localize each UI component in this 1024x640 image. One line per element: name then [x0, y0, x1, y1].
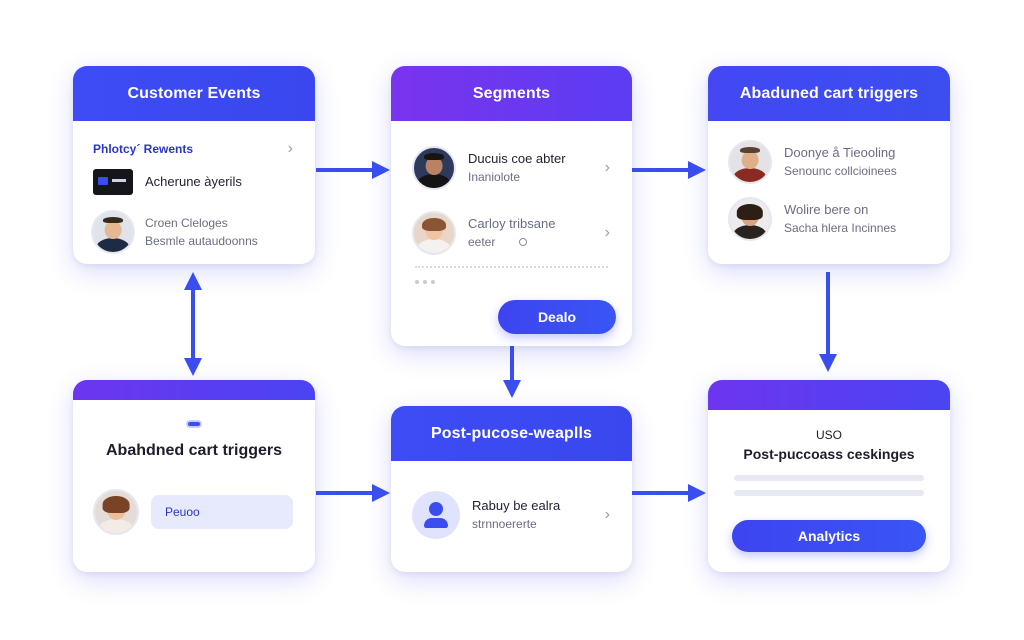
- device-icon: [93, 169, 133, 195]
- person-avatar-icon: [728, 140, 772, 184]
- person-avatar-icon: [91, 210, 135, 254]
- segments-header: Segments: [391, 66, 632, 121]
- analytics-button[interactable]: Analytics: [732, 520, 926, 552]
- person-avatar-icon: [93, 489, 139, 535]
- abandoned-bottom-row: Peuoo: [73, 488, 315, 536]
- segments-action-button[interactable]: Dealo: [498, 300, 616, 334]
- segments-row-1-line1: Ducuis coe abter: [468, 151, 566, 166]
- segments-row-2-line1: Carloy tribsane: [468, 216, 556, 231]
- segments-card: Segments Ducuis coe abter Inaniolote › C…: [391, 66, 632, 346]
- status-dot-icon: [519, 238, 528, 246]
- customer-events-row-3-line1: Croen Cleloges: [145, 216, 228, 230]
- abandoned-cart-title: Abaduned cart triggers: [739, 84, 919, 102]
- segments-row-1-line2: Inaniolote: [468, 170, 521, 184]
- customer-events-title: Customer Events: [127, 84, 261, 102]
- chevron-right-icon[interactable]: ›: [287, 140, 293, 157]
- abandoned-cart-row-2[interactable]: Wolire bere on Sacha hlera Incinnes: [708, 196, 950, 242]
- placeholder-line: [734, 490, 924, 496]
- post-purchase-row-line1: Rabuy be ealra: [472, 498, 561, 513]
- chevron-right-icon[interactable]: ›: [604, 159, 610, 176]
- customer-events-row-1[interactable]: Phlotcy´ Rewents ›: [73, 139, 315, 159]
- drag-handle-icon[interactable]: [186, 420, 202, 428]
- arrow-bottom-center-to-right: [632, 484, 706, 502]
- person-avatar-icon: [412, 146, 456, 190]
- user-avatar-icon: [412, 491, 460, 539]
- customer-events-row-2[interactable]: Acherune àyerils: [73, 168, 315, 196]
- chevron-right-icon[interactable]: ›: [604, 224, 610, 241]
- customer-events-card: Customer Events Phlotcy´ Rewents › Acher…: [73, 66, 315, 264]
- abandoned-cart-header: Abaduned cart triggers: [708, 66, 950, 121]
- customer-events-row-3-line2: Besmle autaudoonns: [145, 234, 258, 248]
- customer-events-row-3[interactable]: Croen Cleloges Besmle autaudoonns: [73, 208, 315, 256]
- segments-dots: [415, 280, 435, 284]
- abandoned-cart-row-2-line2: Sacha hlera Incinnes: [784, 221, 897, 235]
- chevron-right-icon[interactable]: ›: [604, 506, 610, 523]
- arrow-bottom-left-to-center: [316, 484, 390, 502]
- abandoned-bottom-input[interactable]: Peuoo: [151, 495, 293, 529]
- card-top-strip: [73, 380, 315, 400]
- post-purchase-title: Post-pucose-weaplls: [430, 424, 593, 442]
- abandoned-cart-row-1-line2: Senounc collcioinees: [784, 164, 897, 178]
- segments-divider: [415, 266, 608, 268]
- arrow-events-to-segments: [316, 161, 390, 179]
- post-purchase-row[interactable]: Rabuy be ealra strnnoererte ›: [391, 490, 632, 540]
- arrow-triggers-down: [819, 272, 837, 372]
- post-purchase-analytics-card: USO Post-puccoass ceskinges Analytics: [708, 380, 950, 572]
- customer-events-row-1-label: Phlotcy´ Rewents: [93, 142, 194, 156]
- post-purchase-right-label: USO: [815, 428, 842, 442]
- customer-events-header: Customer Events: [73, 66, 315, 121]
- abandoned-cart-triggers-card: Abaduned cart triggers Doonye å Tieoolin…: [708, 66, 950, 264]
- arrow-segments-to-triggers: [632, 161, 706, 179]
- abandoned-cart-triggers-card-2: Abahdned cart triggers Peuoo: [73, 380, 315, 572]
- abandoned-cart-row-1-line1: Doonye å Tieooling: [784, 145, 896, 160]
- abandoned-cart-row-1[interactable]: Doonye å Tieooling Senounc collcioinees: [708, 139, 950, 185]
- post-purchase-card: Post-pucose-weaplls Rabuy be ealra strnn…: [391, 406, 632, 572]
- customer-events-row-2-label: Acherune àyerils: [145, 174, 242, 189]
- segments-row-2-line2: eeter: [468, 235, 496, 249]
- post-purchase-right-title: Post-puccoass ceskinges: [743, 446, 915, 462]
- abandoned-bottom-title: Abahdned cart triggers: [105, 442, 283, 459]
- placeholder-line: [734, 475, 924, 481]
- person-avatar-icon: [728, 197, 772, 241]
- card-top-strip: [708, 380, 950, 410]
- arrow-segments-down: [503, 346, 521, 398]
- arrow-events-bidirectional: [184, 272, 202, 376]
- abandoned-bottom-input-value: Peuoo: [165, 505, 200, 519]
- person-avatar-icon: [412, 211, 456, 255]
- post-purchase-header: Post-pucose-weaplls: [391, 406, 632, 461]
- segments-row-1[interactable]: Ducuis coe abter Inaniolote ›: [391, 144, 632, 192]
- segments-title: Segments: [472, 84, 551, 102]
- abandoned-cart-row-2-line1: Wolire bere on: [784, 202, 869, 217]
- post-purchase-row-line2: strnnoererte: [472, 517, 537, 531]
- segments-row-2[interactable]: Carloy tribsane eeter ›: [391, 209, 632, 257]
